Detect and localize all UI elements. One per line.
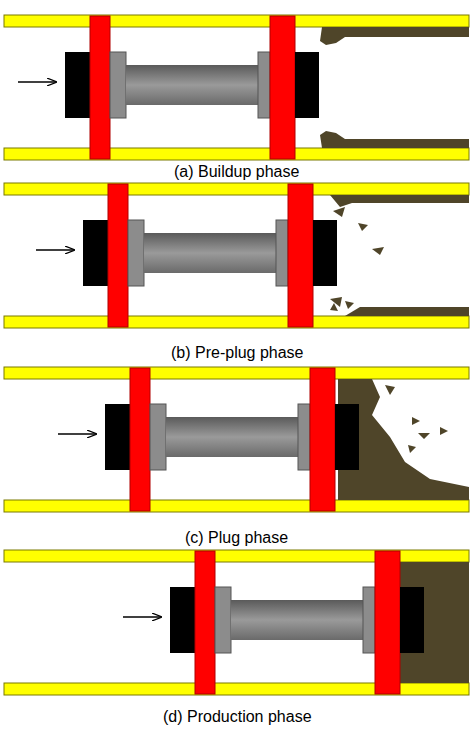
panel-d bbox=[4, 550, 469, 695]
phase-caption: (a) Buildup phase bbox=[172, 163, 301, 181]
phase-caption: (d) Production phase bbox=[161, 708, 314, 726]
panel-c bbox=[4, 367, 469, 512]
panel-a bbox=[4, 15, 469, 160]
phase-caption: (c) Plug phase bbox=[183, 529, 290, 547]
phase-caption: (b) Pre-plug phase bbox=[169, 344, 306, 362]
panel-b bbox=[4, 183, 469, 328]
